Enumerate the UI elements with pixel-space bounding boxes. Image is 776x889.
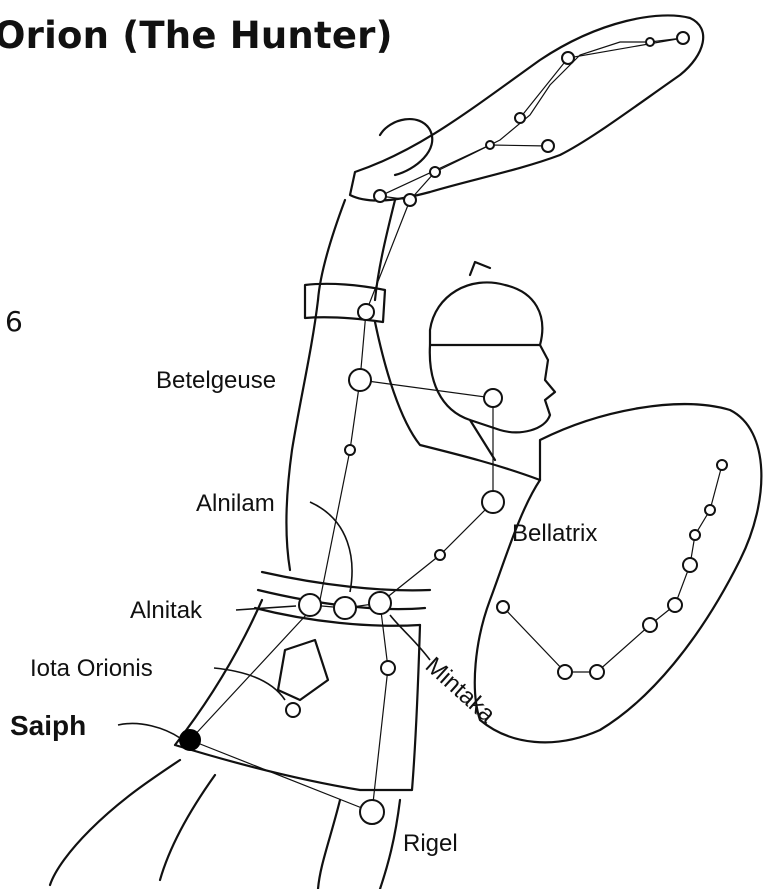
label-saiph: Saiph: [10, 710, 86, 742]
star: [345, 445, 355, 455]
star: [590, 665, 604, 679]
star-mintaka: [369, 592, 391, 614]
scabbard: [278, 640, 328, 700]
star: [705, 505, 715, 515]
label-alnilam: Alnilam: [196, 490, 275, 518]
star-rigel: [360, 800, 384, 824]
star: [690, 530, 700, 540]
star-alnilam: [334, 597, 356, 619]
star: [515, 113, 525, 123]
torso: [286, 300, 540, 570]
stars: [180, 32, 727, 824]
star-saiph: [180, 730, 200, 750]
star: [435, 550, 445, 560]
label-rigel: Rigel: [403, 830, 458, 858]
star: [484, 389, 502, 407]
label-iota-orionis: Iota Orionis: [30, 655, 153, 683]
star-betelgeuse: [349, 369, 371, 391]
star-iota-orionis: [286, 703, 300, 717]
star: [683, 558, 697, 572]
raised-arm: [318, 119, 432, 300]
diagram-title: Orion (The Hunter): [0, 14, 393, 57]
label-alnitak: Alnitak: [130, 597, 202, 625]
helmet: [430, 262, 542, 345]
star: [497, 601, 509, 613]
label-betelgeuse: Betelgeuse: [156, 367, 276, 395]
star: [717, 460, 727, 470]
shield: [475, 404, 762, 742]
star: [542, 140, 554, 152]
star: [381, 661, 395, 675]
label-bellatrix: Bellatrix: [512, 520, 597, 548]
legs: [50, 760, 400, 889]
star: [486, 141, 494, 149]
star: [668, 598, 682, 612]
star: [558, 665, 572, 679]
star: [358, 304, 374, 320]
star-alnitak: [299, 594, 321, 616]
star: [562, 52, 574, 64]
star: [374, 190, 386, 202]
star: [646, 38, 654, 46]
star-bellatrix: [482, 491, 504, 513]
star: [643, 618, 657, 632]
star: [677, 32, 689, 44]
star: [404, 194, 416, 206]
side-number: 6: [5, 305, 23, 338]
star: [430, 167, 440, 177]
